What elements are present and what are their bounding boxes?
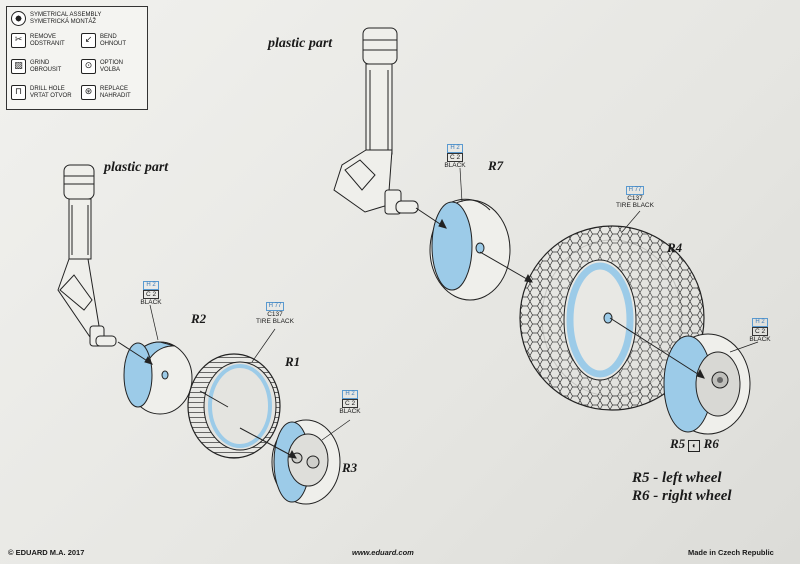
bend-icon: ↙ bbox=[81, 33, 96, 48]
legend-box: SYMETRICAL ASSEMBLY SYMETRICKÁ MONTÁŽ ✂ … bbox=[6, 6, 148, 110]
plastic-part-label-right: plastic part bbox=[268, 36, 333, 51]
label-r7: R7 bbox=[488, 158, 504, 173]
leader-lines bbox=[149, 167, 759, 441]
remove-icon: ✂ bbox=[11, 33, 26, 48]
option-icon: ⊙ bbox=[81, 59, 96, 74]
part-r5-r6 bbox=[663, 333, 751, 435]
footer-website: www.eduard.com bbox=[352, 548, 414, 557]
symmetrical-icon bbox=[11, 11, 26, 26]
left-assembly-arrows bbox=[117, 341, 297, 459]
right-landing-strut bbox=[333, 27, 419, 215]
label-r4: R4 bbox=[667, 240, 683, 255]
label-r1: R1 bbox=[285, 354, 301, 369]
part-r1-tire bbox=[187, 353, 281, 459]
label-r3: R3 bbox=[342, 460, 358, 475]
drill-icon: ⊓ bbox=[11, 85, 26, 100]
part-r7 bbox=[429, 198, 511, 301]
footer-origin: Made in Czech Republic bbox=[688, 548, 774, 557]
replace-icon: ⊛ bbox=[81, 85, 96, 100]
note-right-wheel: R6 - right wheel bbox=[632, 488, 732, 504]
note-left-wheel: R5 - left wheel bbox=[632, 470, 722, 486]
label-r2: R2 bbox=[191, 311, 207, 326]
legend-header: SYMETRICAL ASSEMBLY SYMETRICKÁ MONTÁŽ bbox=[7, 9, 147, 29]
grind-icon: ▨ bbox=[11, 59, 26, 74]
option-icon: ◐ bbox=[688, 440, 701, 452]
left-landing-strut bbox=[57, 164, 117, 347]
part-r4-tire bbox=[519, 225, 705, 411]
footer-copyright: © EDUARD M.A. 2017 bbox=[8, 548, 85, 557]
plastic-part-label-left: plastic part bbox=[104, 160, 169, 175]
part-r2 bbox=[123, 341, 193, 415]
label-r5-r6: R5 ◐ R6 bbox=[670, 436, 719, 452]
part-r3 bbox=[271, 419, 341, 505]
right-assembly-arrows bbox=[415, 207, 705, 379]
